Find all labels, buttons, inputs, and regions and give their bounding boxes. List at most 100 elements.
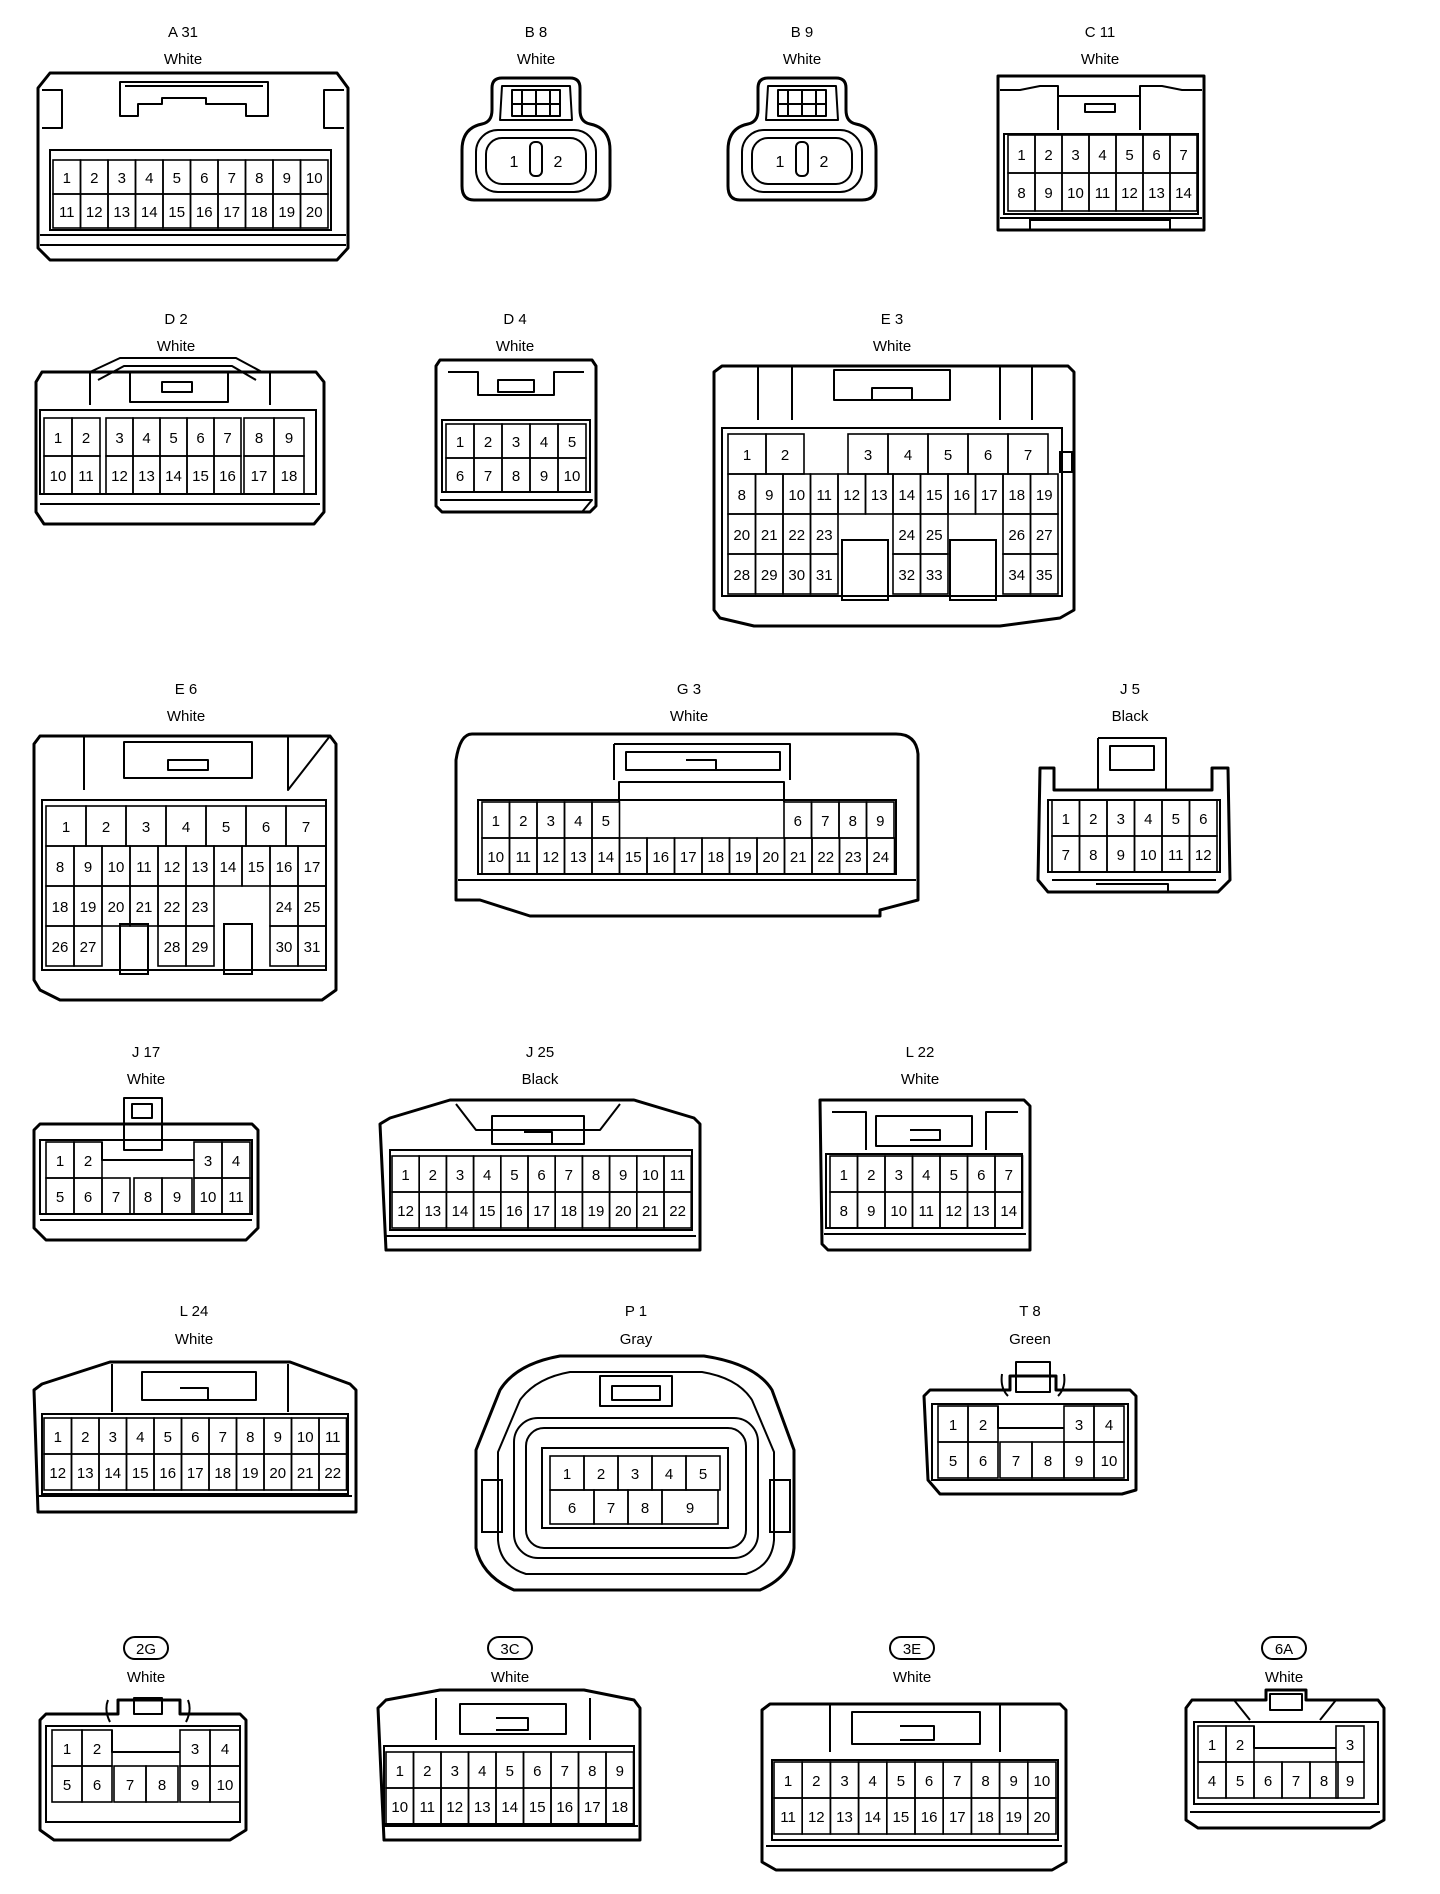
pin-number: 29 — [192, 939, 209, 956]
housing-outline — [524, 1131, 553, 1145]
pin-number: 14 — [864, 1809, 881, 1826]
connector-code: T 8 — [1019, 1303, 1040, 1320]
pin-number: 16 — [652, 849, 669, 866]
center-key — [795, 141, 809, 177]
pin-number: 11 — [670, 1167, 686, 1184]
pin-number: 13 — [474, 1799, 491, 1816]
pin-cell — [297, 925, 327, 967]
pin-number: 7 — [228, 170, 236, 187]
pin-number: 7 — [223, 430, 231, 447]
pin-number: 15 — [248, 859, 265, 876]
pin-number: 2 — [1236, 1737, 1244, 1754]
pin-number: 3 — [456, 1167, 464, 1184]
housing-outline — [613, 743, 791, 780]
pin-number: 23 — [192, 899, 209, 916]
pin-number: 12 — [808, 1809, 825, 1826]
pin-number: 10 — [564, 468, 581, 485]
pin-cell — [213, 455, 242, 495]
pin-number: 8 — [1089, 847, 1097, 864]
pin-number: 9 — [876, 813, 884, 830]
pin-number: 7 — [1024, 447, 1032, 464]
pin-number: 10 — [200, 1189, 217, 1206]
pin-cell — [273, 455, 305, 495]
housing-outline — [625, 751, 781, 771]
housing-outline — [997, 1406, 1064, 1429]
pin-number: 16 — [196, 204, 213, 221]
pin-number: 2 — [812, 1773, 820, 1790]
pin-number: 1 — [1017, 147, 1025, 164]
pin-number: 5 — [897, 1773, 905, 1790]
housing-outline — [618, 781, 785, 802]
pin-number: 4 — [182, 819, 190, 836]
pin-number: 20 — [108, 899, 125, 916]
pin-number: 6 — [93, 1777, 101, 1794]
pin-number: 9 — [616, 1763, 624, 1780]
housing-outline — [832, 1111, 1018, 1150]
pin-number: 1 — [63, 170, 71, 187]
housing-outline — [460, 76, 612, 202]
pin-number: 2 — [93, 1741, 101, 1758]
pin-number: 6 — [1152, 147, 1160, 164]
housing-outline — [459, 1703, 567, 1735]
connector-color: White — [1265, 1669, 1303, 1686]
housing-outline — [512, 90, 560, 116]
pin-number: 17 — [251, 468, 268, 485]
housing-outline — [497, 1371, 775, 1575]
pin-number: 11 — [325, 1429, 341, 1446]
pin-number: 18 — [707, 849, 724, 866]
pin-number: 1 — [401, 1167, 409, 1184]
pin-number: 3 — [204, 1153, 212, 1170]
pin-number: 6 — [84, 1189, 92, 1206]
pin-number: 5 — [506, 1763, 514, 1780]
pin-number: 19 — [735, 849, 752, 866]
pin-number: 16 — [556, 1799, 573, 1816]
housing-outline — [829, 1704, 1001, 1752]
pin-number: 13 — [1148, 185, 1165, 202]
housing-outline — [1084, 103, 1116, 113]
housing-outline — [712, 364, 1076, 628]
pin-number: 12 — [49, 1465, 66, 1482]
housing-outline — [818, 1098, 1032, 1252]
pin-number: 4 — [1208, 1773, 1216, 1790]
pin-number: 6 — [794, 813, 802, 830]
pin-number: 20 — [1034, 1809, 1051, 1826]
pin-number: 3 — [451, 1763, 459, 1780]
pin-number: 2 — [554, 154, 563, 171]
pin-number: 13 — [836, 1809, 853, 1826]
pin-cell — [318, 1453, 348, 1491]
housing-outline — [34, 370, 326, 526]
pin-number: 10 — [487, 849, 504, 866]
pin-number: 6 — [1264, 1773, 1272, 1790]
pin-cell — [967, 1441, 999, 1479]
pin-number: 14 — [104, 1465, 121, 1482]
pin-number: 16 — [953, 487, 970, 504]
pin-number: 8 — [1017, 185, 1025, 202]
pin-number: 19 — [1036, 487, 1053, 504]
pin-number: 17 — [223, 204, 240, 221]
pin-number: 15 — [926, 487, 943, 504]
pin-number: 21 — [136, 899, 153, 916]
pin-number: 9 — [1117, 847, 1125, 864]
pin-number: 15 — [168, 204, 185, 221]
housing-outline — [455, 1103, 621, 1131]
connector-code: J 17 — [132, 1044, 160, 1061]
pin-number: 11 — [515, 849, 531, 866]
pin-number: 35 — [1036, 567, 1053, 584]
pin-number: 1 — [1062, 811, 1070, 828]
housing-outline — [167, 759, 209, 771]
housing-outline — [389, 1149, 693, 1231]
pin-number: 16 — [159, 1465, 176, 1482]
housing-outline — [1000, 85, 1202, 97]
pin-number: 8 — [246, 1429, 254, 1446]
locating-slot — [841, 539, 889, 601]
